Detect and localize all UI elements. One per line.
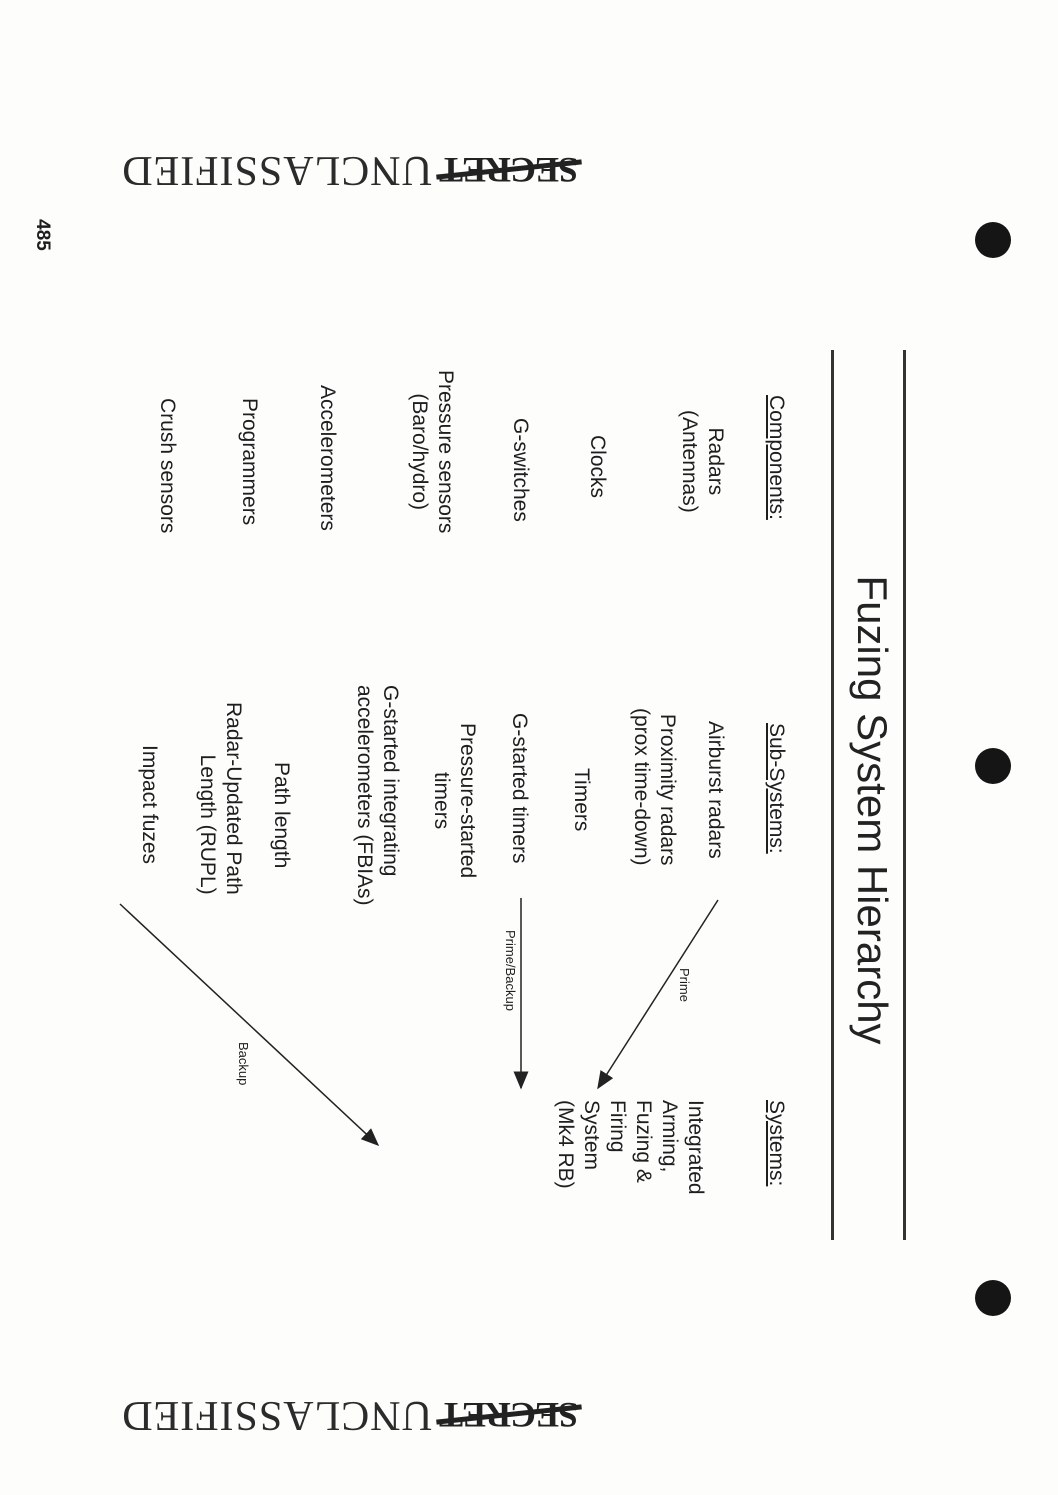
classification-label: UNCLASSIFIED bbox=[121, 1392, 432, 1438]
slide: Fuzing System Hierarchy Components: Sub-… bbox=[118, 310, 906, 1310]
prime-arrow-label: Prime bbox=[677, 968, 692, 1002]
backup-arrow-label: Backup bbox=[236, 1042, 251, 1086]
classification-label: UNCLASSIFIED bbox=[121, 147, 432, 193]
binder-hole-top bbox=[975, 222, 1011, 258]
struck-classification: SECRET bbox=[439, 150, 578, 190]
prime-backup-arrow-label: Prime/Backup bbox=[503, 930, 518, 1011]
prime-arrow bbox=[597, 899, 719, 1090]
binder-hole-bottom bbox=[975, 1280, 1011, 1316]
hierarchy-arrows bbox=[119, 898, 719, 1147]
classification-stamp-top: SECRET UNCLASSIFIED bbox=[108, 140, 578, 200]
binder-hole-middle bbox=[975, 748, 1011, 784]
title-rule-top bbox=[903, 350, 906, 1240]
classification-stamp-bottom: SECRET UNCLASSIFIED bbox=[108, 1385, 578, 1445]
backup-arrow bbox=[119, 903, 380, 1147]
struck-classification: SECRET bbox=[439, 1395, 578, 1435]
page-number: 485 bbox=[31, 219, 53, 251]
